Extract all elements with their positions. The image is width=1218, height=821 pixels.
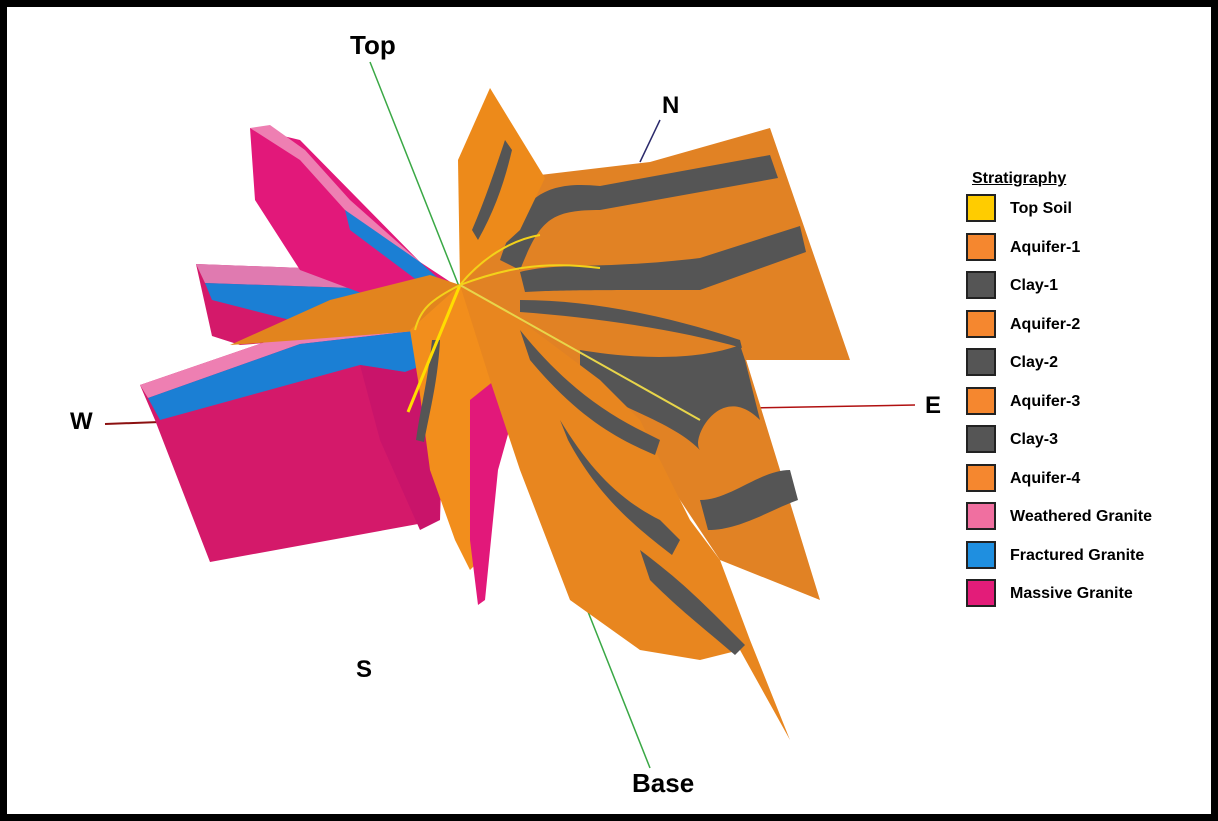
legend-swatch (966, 579, 996, 607)
legend-swatch (966, 271, 996, 299)
legend-swatch (966, 540, 996, 569)
legend-item-label: Clay-1 (1010, 277, 1059, 294)
legend-item-label: Aquifer-3 (1010, 392, 1081, 410)
legend-item: Massive Granite (966, 579, 1206, 618)
legend-item: Aquifer-4 (966, 463, 1206, 503)
legend-swatch (966, 386, 996, 415)
axis-label-base: Base (632, 768, 695, 798)
west-front-block (140, 318, 445, 562)
legend-swatch (966, 463, 996, 492)
top-soil-streaks (414, 234, 601, 331)
central-spike (458, 88, 545, 285)
axis-label-top: Top (350, 30, 396, 60)
legend-item: Top Soil (966, 194, 1206, 233)
northwest-panel (250, 125, 455, 300)
legend-item-label: Weathered Granite (1010, 508, 1152, 525)
legend-title: Stratigraphy (972, 170, 1067, 187)
legend-swatch (966, 502, 996, 530)
legend-swatch (966, 194, 996, 222)
legend-item: Aquifer-2 (966, 309, 1206, 349)
legend-item-label: Aquifer-1 (1010, 238, 1081, 256)
south-pink-panel (470, 380, 512, 605)
legend-item-label: Clay-2 (1010, 354, 1059, 371)
southeast-front-panel (459, 284, 790, 740)
west-axis-line (104, 421, 161, 425)
axis-label-east: E (925, 392, 942, 419)
legend-item-label: Aquifer-4 (1010, 469, 1081, 487)
legend-item: Clay-2 (966, 348, 1206, 387)
legend-item: Aquifer-3 (966, 386, 1206, 426)
legend-swatch (966, 348, 996, 376)
legend-item-label: Massive Granite (1010, 585, 1133, 602)
legend-swatch (966, 425, 996, 453)
axis-label-west: W (70, 408, 93, 435)
axis-label-south: S (356, 656, 373, 683)
legend-swatch (966, 309, 996, 338)
legend-swatch (966, 232, 996, 261)
legend-item-label: Fractured Granite (1010, 546, 1145, 564)
legend-item: Weathered Granite (966, 502, 1206, 541)
legend-item-label: Top Soil (1010, 200, 1072, 217)
legend-item: Clay-1 (966, 271, 1206, 310)
west-orange-wedge (230, 275, 460, 345)
legend-item: Aquifer-1 (966, 232, 1206, 272)
legend-item-label: Clay-3 (1010, 431, 1059, 448)
legend-item: Clay-3 (966, 425, 1206, 464)
north-axis-line (639, 119, 661, 163)
legend-item-label: Aquifer-2 (1010, 315, 1081, 333)
axis-label-north: N (662, 92, 680, 119)
legend-item: Fractured Granite (966, 540, 1206, 580)
